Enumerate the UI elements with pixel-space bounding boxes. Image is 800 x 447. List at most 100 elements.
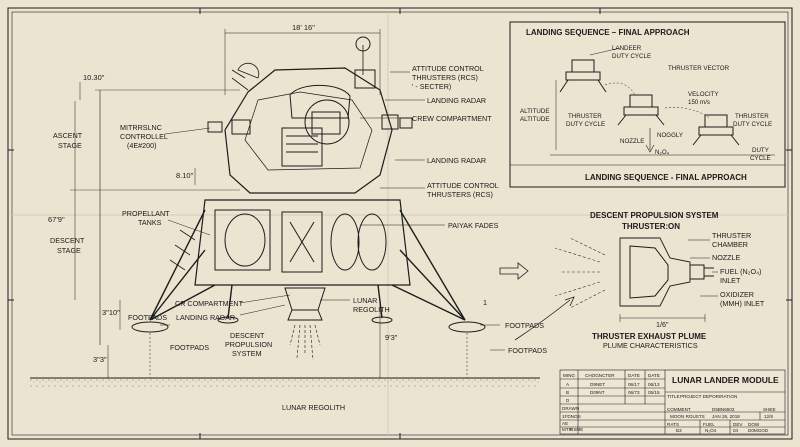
controller-label-3: (4E#200)	[127, 141, 157, 150]
tb-left-3: AE	[562, 421, 568, 426]
footpad-center-right	[371, 316, 393, 324]
attitude-mid-label-2: THRUSTERS (RCS)	[427, 190, 493, 199]
landeer-label-2: DUTY CYCLE	[612, 53, 651, 60]
prop-nozzle-label: NOZZLE	[712, 253, 741, 262]
tb-dev-label: DEV	[733, 422, 743, 427]
dim-leg-height: 9'3"	[385, 333, 398, 342]
footpads-label-3: FOOTPADS	[505, 321, 544, 330]
tb-head-2: CHOGNCTER	[585, 373, 615, 378]
tb-dow-value: D0MGOD	[748, 428, 769, 433]
tb-fuel-value: N₂O4	[705, 428, 717, 433]
inset-nozzle-label: NOZZLE	[620, 138, 644, 145]
duty-label-1: DUTY	[752, 147, 769, 154]
controller-label-1: MITRRSLNC	[120, 123, 162, 132]
propellant-label-1: PROPELLANT	[122, 209, 170, 218]
dimension-lines	[70, 29, 381, 378]
ascent-stage	[207, 36, 413, 194]
bottom-labels: CR COMPARTMENT LANDING RADAR DESCENT PRO…	[128, 296, 547, 412]
tb-comment-label: COMMENT	[667, 407, 691, 412]
tb-project-title: LUNAR LANDER MODULE	[672, 375, 779, 385]
lunar-surface	[30, 377, 540, 387]
thruster-status-value: ON	[668, 222, 680, 231]
footpads-label-4: FOOTPADS	[508, 346, 547, 355]
flow-arrows	[499, 262, 575, 341]
tb-rats-value: B3	[676, 428, 682, 433]
tb-r2-c3: 06/73	[628, 390, 640, 395]
landing-radar-label-1: LANDING RADAR	[427, 96, 486, 105]
altitude-label-1: ALTITUDE	[520, 108, 549, 115]
landing-sequence-caption: LANDING SEQUENCE - FINAL APPROACH	[585, 173, 747, 182]
controller-label-2: CONTROLLEL	[120, 132, 168, 141]
tb-r2-c4: 05/15	[648, 390, 660, 395]
tb-r3-c1: D	[566, 398, 570, 403]
velocity-label-1: VELOCITY	[688, 91, 719, 98]
descent-stage-label-1: DESCENT	[50, 236, 85, 245]
dim-footpad-height: 3"3"	[93, 355, 107, 364]
tb-fuel-label: FUEL	[703, 422, 715, 427]
tb-sheet-value: 12/8	[764, 414, 773, 419]
tb-r1-c2: D9NET	[590, 382, 605, 387]
tb-drawn-by: D5BN6603	[712, 407, 735, 412]
tb-left-5: RSME	[570, 427, 583, 432]
descent-propulsion-label-3: SYSTEM	[232, 349, 262, 358]
footpad-center-left	[217, 316, 239, 324]
thruster-duty-1-label-1: THRUSTER	[568, 113, 602, 120]
thruster-status-label: THRUSTER:	[622, 222, 668, 231]
left-labels: ASCENT STAGE DESCENT STAGE MITRRSLNC CON…	[50, 123, 170, 255]
tb-dev-value: 04	[733, 428, 739, 433]
oxidizer-label-1: OXIDIZER	[720, 290, 754, 299]
landing-legs	[149, 209, 466, 321]
descent-propulsion-label-2: PROPULSION	[225, 340, 272, 349]
tb-comment-value: MOON ROUSTS	[670, 414, 705, 419]
sheet-frame	[7, 7, 793, 440]
landeer-label-1: LANDEER	[612, 45, 642, 52]
tb-r1-c4: 06/13	[648, 382, 660, 387]
propulsion-title: DESCENT PROPULSION SYSTEM	[590, 211, 719, 220]
chamber-label-2: CHAMBER	[712, 240, 748, 249]
title-block-text: MING CHOGNCTER DATE DATE A D9NET 06/17 0…	[562, 373, 779, 433]
tb-head-4: DATE	[648, 373, 660, 378]
propellant-label-2: TANKS	[138, 218, 162, 227]
footpads-label-2: FOOTPADS	[170, 343, 209, 352]
attitude-top-label-3: ' - SECTER)	[412, 82, 451, 91]
noggly-label: NOGGLY	[657, 132, 683, 139]
tb-date-value: JAN 26, 2018	[712, 414, 740, 419]
tb-title-tag: TITLE	[667, 394, 680, 399]
dim-width-top: 18' 16"	[292, 23, 315, 32]
oxidizer-label-2: (MMH) INLET	[720, 299, 765, 308]
landing-sequence-text: LANDING SEQUENCE – FINAL APPROACH LANDIN…	[520, 28, 772, 182]
fuel-label-2: INLET	[720, 276, 741, 285]
cr-compartment-label: CR COMPARTMENT	[175, 299, 244, 308]
tb-head-3: DATE	[628, 373, 640, 378]
descent-propulsion-label-1: DESCENT	[230, 331, 265, 340]
ascent-stage-label-1: ASCENT	[53, 131, 83, 140]
velocity-label-2: 150 m/s	[688, 99, 710, 106]
title-block	[559, 369, 786, 435]
plume-subtitle: PLUME CHARACTERISTICS	[603, 341, 698, 350]
attitude-mid-label-1: ATTITUDE CONTROL	[427, 181, 499, 190]
dimension-labels: 18' 16" 10.30" 67'9" 8.10" 3"10" 3"3" 9'…	[48, 23, 398, 364]
engine-exhaust	[289, 324, 321, 361]
fuel-label-1: FUEL (N₂O₄)	[720, 267, 761, 276]
attitude-top-label-1: ATTITUDE CONTROL	[412, 64, 484, 73]
lunar-regolith-ground-label: LUNAR REGOLITH	[282, 403, 345, 412]
tb-left-4: MTR	[562, 427, 573, 432]
landing-sequence-inset	[509, 21, 786, 188]
chamber-label-1: THRUSTER	[712, 231, 751, 240]
attitude-top-label-2: THRUSTERS (RCS)	[412, 73, 478, 82]
dim-descent-lower: 3"10"	[102, 308, 120, 317]
tb-project-sub: PROJECT DEPORIRATION	[680, 394, 737, 399]
crew-compartment-label: CREW COMPARTMENT	[412, 114, 492, 123]
scale-label: 1/6"	[656, 320, 669, 329]
dim-ascent-mid: 8.10"	[176, 171, 194, 180]
ascent-stage-label-2: STAGE	[58, 141, 82, 150]
propulsion-text: DESCENT PROPULSION SYSTEM THRUSTER: ON T…	[590, 211, 765, 350]
thruster-duty-2-label-1: THRUSTER	[735, 113, 769, 120]
tb-dow-label: DOW	[748, 422, 760, 427]
landing-radar-label-3: LANDING RADAR	[176, 313, 235, 322]
descent-stage	[194, 199, 411, 321]
tb-left-1: DRAWN	[562, 406, 579, 411]
dim-overall-height: 67'9"	[48, 215, 65, 224]
